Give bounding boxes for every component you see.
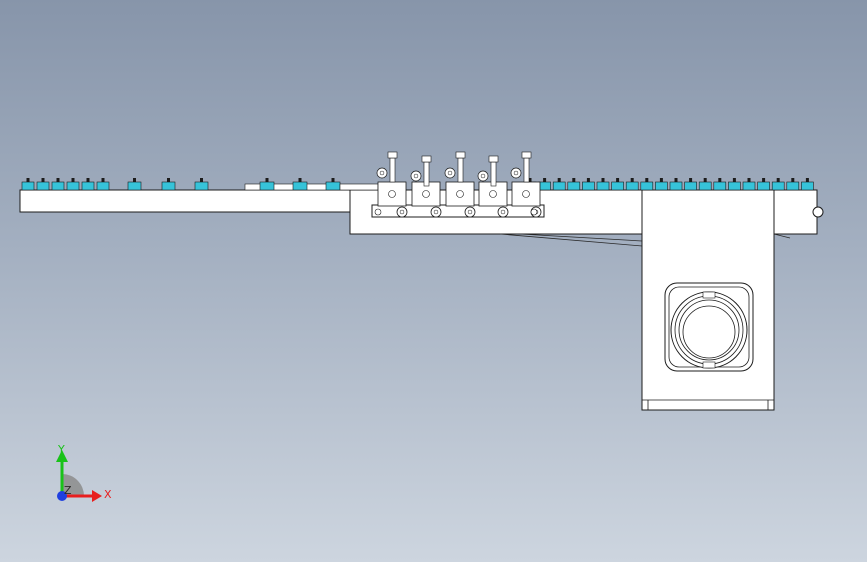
rail-block[interactable] <box>801 181 814 191</box>
rail-block[interactable] <box>36 181 50 191</box>
rail-block[interactable] <box>582 181 595 191</box>
rail-block[interactable] <box>259 181 275 191</box>
rail-block[interactable] <box>194 181 209 191</box>
motor-housing[interactable] <box>641 189 775 411</box>
rail-block[interactable] <box>742 181 756 191</box>
rail-block[interactable] <box>713 181 727 191</box>
rail-block[interactable] <box>596 181 610 191</box>
rail-block[interactable] <box>611 181 624 191</box>
z-axis-label: Z <box>64 484 72 497</box>
rail-block[interactable] <box>325 181 341 191</box>
x-axis-label: X <box>104 488 112 501</box>
rail-block[interactable] <box>66 181 80 191</box>
mounting-hole[interactable] <box>812 206 824 218</box>
rail-block[interactable] <box>669 181 683 191</box>
rail-block[interactable] <box>161 181 176 191</box>
rail-block[interactable] <box>21 181 35 191</box>
rail-block[interactable] <box>698 181 712 191</box>
rail-block[interactable] <box>292 181 308 191</box>
rail-block[interactable] <box>786 181 800 191</box>
fitting-port[interactable] <box>464 206 476 218</box>
z-axis-icon <box>57 491 67 501</box>
rail-block[interactable] <box>51 181 65 191</box>
valve-manifold[interactable] <box>371 151 545 218</box>
left-rail[interactable] <box>19 189 353 213</box>
rail-block[interactable] <box>655 181 668 191</box>
rail-block[interactable] <box>640 181 654 191</box>
fitting-port[interactable] <box>396 206 408 218</box>
rail-block[interactable] <box>728 181 741 191</box>
rail-block[interactable] <box>684 181 697 191</box>
coordinate-triad: Y X Z <box>56 443 112 502</box>
rail-block[interactable] <box>81 181 95 191</box>
y-axis-label: Y <box>57 443 65 456</box>
rail-block[interactable] <box>552 181 566 191</box>
rail-block[interactable] <box>757 181 770 191</box>
rail-block[interactable] <box>96 181 110 191</box>
rail-block[interactable] <box>771 181 785 191</box>
left-rail-blocks[interactable] <box>21 178 379 191</box>
rail-block[interactable] <box>625 181 639 191</box>
fitting-port[interactable] <box>497 206 509 218</box>
rail-block[interactable] <box>567 181 581 191</box>
rail-block[interactable] <box>127 181 142 191</box>
right-rail-blocks[interactable] <box>523 178 814 191</box>
fitting-port[interactable] <box>430 206 442 218</box>
